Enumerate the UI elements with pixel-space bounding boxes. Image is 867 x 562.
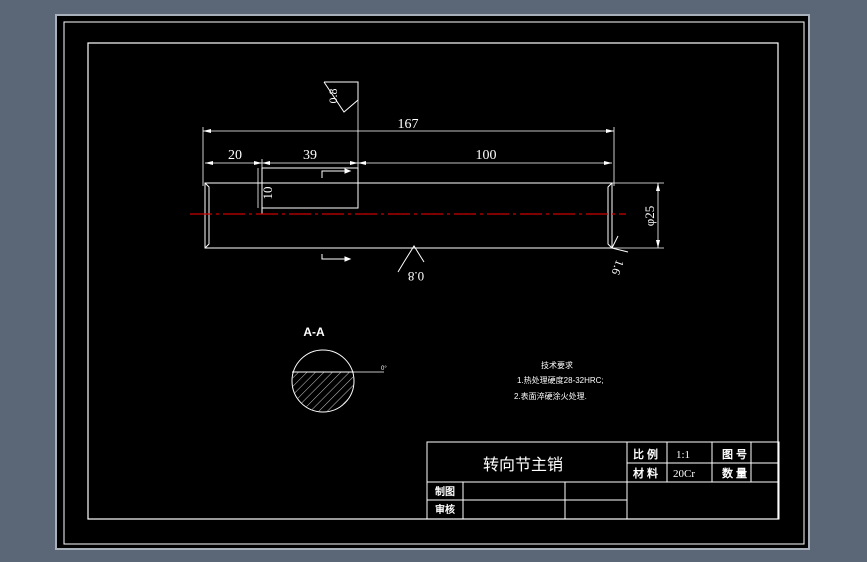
section-view [291,349,384,413]
dimension-lines [202,100,664,249]
dim-flat-segment: 39 [303,148,317,163]
surface-finish-symbols [323,81,629,273]
outer-border [63,21,805,545]
dim-overall-length: 167 [398,117,419,132]
finish-right: 1.6 [609,258,627,277]
dim-flat-depth: 10 [260,187,275,200]
material-value: 20Cr [673,468,695,480]
drawing-no-label: 图号 [722,448,750,461]
scale-label: 比例 [633,447,661,461]
section-label: A-A [303,325,325,339]
material-label: 材料 [633,466,661,480]
scale-value: 1:1 [676,449,690,461]
drawing-sheet [55,14,810,550]
title-block [426,441,780,520]
drawn-by-label: 制图 [435,485,455,498]
tech-req-item-2: 2.表面淬硬涂火处理. [514,391,587,401]
section-angle-note: 0° [381,366,387,372]
finish-bottom: 0.8 [408,269,424,284]
dim-right-segment: 100 [476,148,497,163]
dim-left-segment: 20 [228,148,242,163]
dimension-arrows [203,129,660,248]
dim-diameter: φ25 [642,206,657,227]
checked-by-label: 审核 [435,503,455,516]
tech-req-title: 技术要求 [541,360,573,370]
finish-top: 0.8 [326,89,340,104]
tech-req-item-1: 1.热处理硬度28-32HRC; [517,375,604,385]
part-name: 转向节主销 [483,456,563,474]
quantity-label: 数量 [722,466,750,480]
